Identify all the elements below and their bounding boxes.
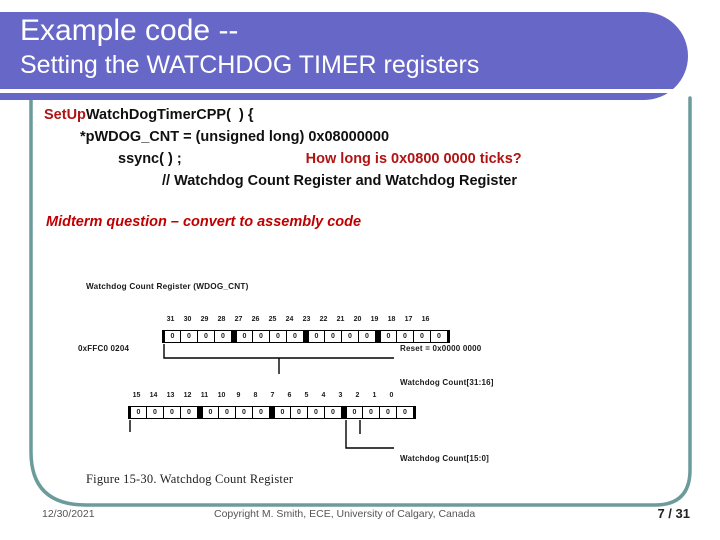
footer-clip-mask [0, 528, 720, 540]
code-line-4-comment: // Watchdog Count Register and Watchdog … [162, 173, 517, 190]
code-keyword-setup: SetUp [44, 107, 86, 123]
slide-footer: 12/30/2021 Copyright M. Smith, ECE, Univ… [0, 506, 720, 528]
code-line-3: ssync( ) ; How long is 0x0800 0000 ticks? [44, 148, 664, 170]
code-line-2: *pWDOG_CNT = (unsigned long) 0x08000000 [80, 129, 390, 146]
title-line-2: Setting the WATCHDOG TIMER registers [20, 50, 480, 79]
code-question-note: How long is 0x0800 0000 ticks? [305, 151, 522, 168]
footer-page-number: 7 / 31 [657, 506, 690, 521]
code-listing: SetUpWatchDogTimerCPP( ) { *pWDOG_CNT = … [44, 104, 664, 192]
midterm-note: Midterm question – convert to assembly c… [46, 214, 362, 230]
title-underline [0, 89, 690, 93]
title-line-1: Example code -- [20, 14, 239, 47]
register-figure: Watchdog Count Register (WDOG_CNT) 0xFFC… [78, 282, 618, 494]
field-brackets [129, 344, 394, 449]
page-title: Example code -- Setting the WATCHDOG TIM… [20, 14, 660, 79]
footer-copyright: Copyright M. Smith, ECE, University of C… [214, 508, 476, 520]
code-ssync-stmt: ssync( ) ; [118, 151, 182, 168]
code-line-1-rest: WatchDogTimerCPP( ) { [85, 107, 254, 123]
code-line-1: SetUpWatchDogTimerCPP( ) { [44, 104, 664, 126]
footer-date: 12/30/2021 [42, 508, 95, 520]
figure-caption: Figure 15-30. Watchdog Count Register [86, 472, 294, 486]
